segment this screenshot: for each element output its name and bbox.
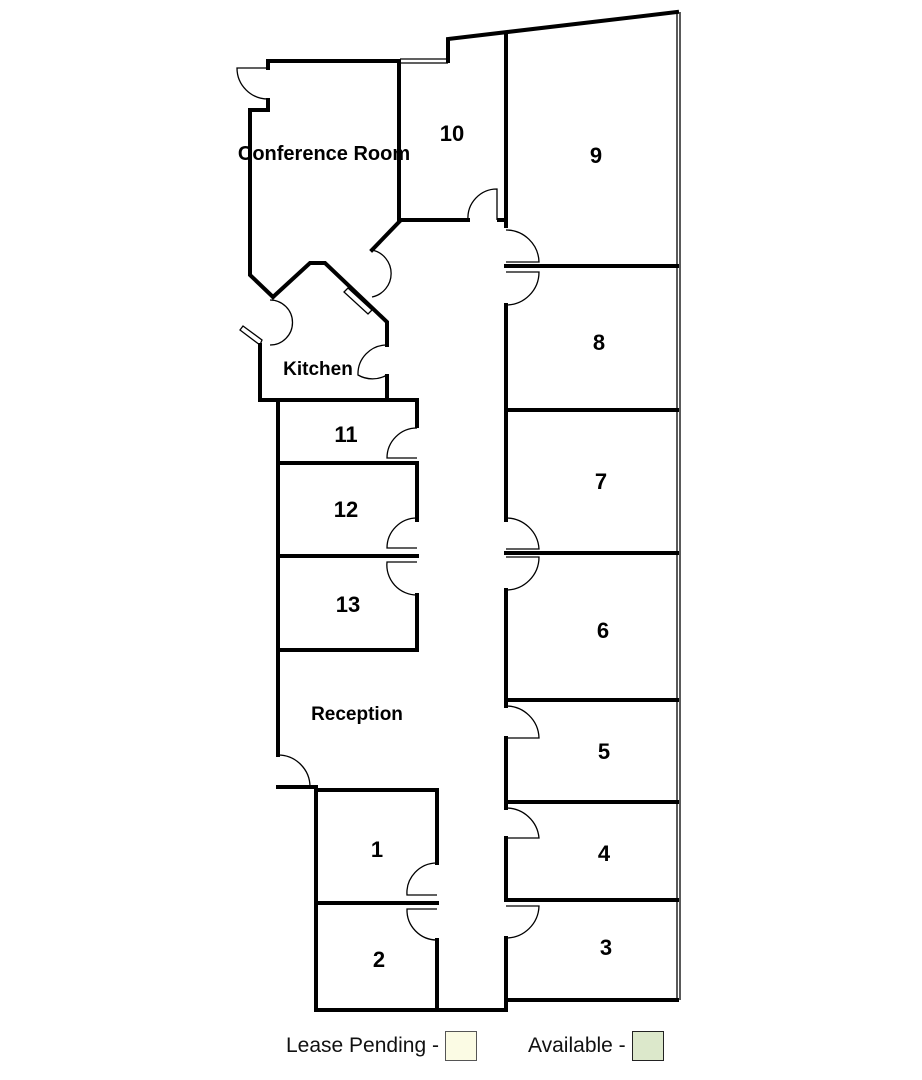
room-kitchen-label: Kitchen: [283, 359, 353, 380]
room-1-label: 1: [370, 837, 384, 862]
legend-lease-pending-swatch: [444, 1031, 477, 1061]
room-9-label: 9: [589, 143, 603, 168]
legend-available: Available -: [528, 1031, 664, 1061]
room-3-label: 3: [599, 935, 613, 960]
room-11-label: 11: [334, 422, 358, 447]
room-5-label: 5: [597, 739, 611, 764]
room-8-label: 8: [592, 330, 606, 355]
room-4-label: 4: [597, 841, 611, 866]
room-6-label: 6: [596, 618, 610, 643]
legend-available-label: Available -: [528, 1034, 626, 1057]
room-13-label: 13: [335, 592, 361, 617]
legend-available-swatch: [631, 1031, 664, 1061]
room-10-label: 10: [439, 121, 465, 146]
legend-lease-pending: Lease Pending -: [286, 1031, 477, 1061]
room-conference-label: Conference Room: [237, 143, 411, 165]
room-7-label: 7: [594, 469, 608, 494]
room-reception-label: Reception: [311, 704, 403, 725]
room-2-label: 2: [372, 947, 386, 972]
legend-lease-pending-label: Lease Pending -: [286, 1034, 439, 1057]
room-12-label: 12: [333, 497, 359, 522]
